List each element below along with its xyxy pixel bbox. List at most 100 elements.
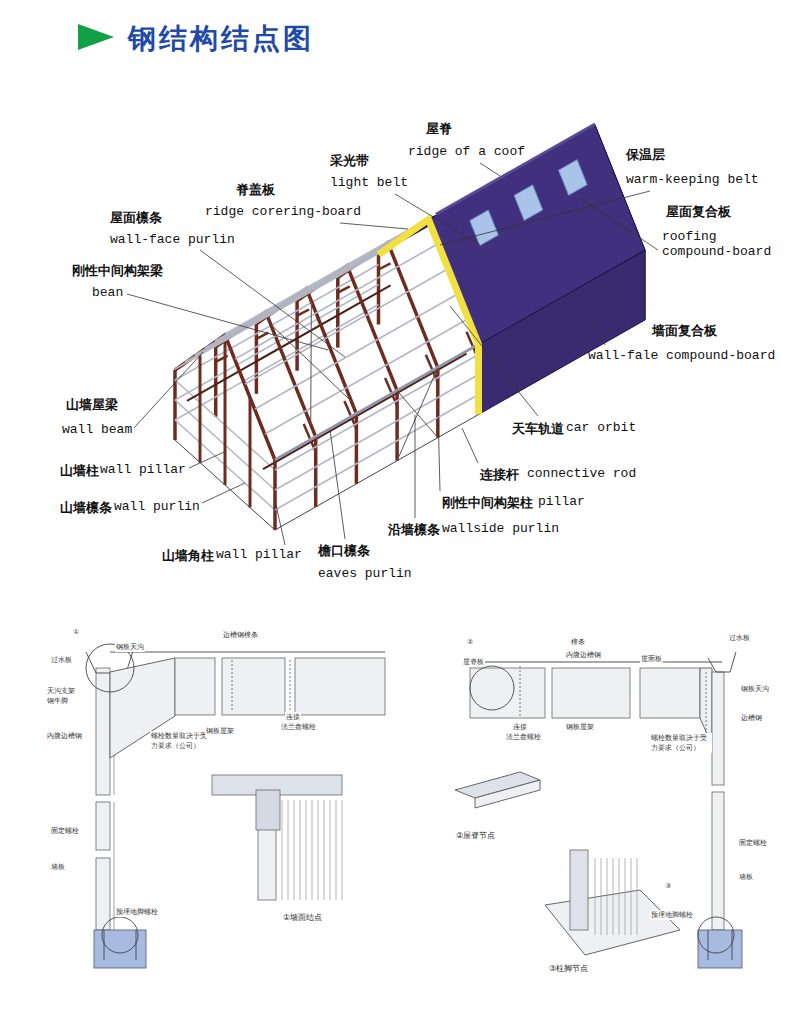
leader-line	[127, 294, 328, 350]
column-section	[96, 858, 110, 930]
detail-caption: ②屋脊节点	[455, 830, 496, 841]
light-belt	[514, 185, 543, 221]
part-name-english: wall pillar	[100, 462, 186, 477]
light-belt	[559, 160, 588, 196]
roof-purlin	[225, 219, 429, 335]
detail-label: ③	[664, 882, 672, 890]
cladding-rib	[330, 800, 331, 900]
part-name: 沿墙檩条	[388, 521, 440, 539]
detail-label: 内腹边槽钢	[46, 731, 83, 741]
leader-line	[438, 410, 440, 491]
part-name: 山墙角柱	[162, 547, 214, 565]
cladding-rib	[595, 858, 596, 935]
haunch	[297, 310, 309, 316]
detail-circle	[698, 917, 734, 953]
leader-line	[134, 352, 203, 428]
cladding-rib	[601, 858, 602, 935]
detail-label: 固定螺栓	[50, 826, 80, 836]
leader-line	[450, 306, 538, 416]
rafter-section	[295, 658, 385, 715]
detail-label: 天沟支架	[46, 686, 76, 696]
haunch	[256, 333, 268, 339]
cladding-rib	[306, 800, 307, 900]
part-name: 屋面复合板	[666, 203, 731, 221]
roof-purlin	[205, 233, 409, 349]
anchor-bolt	[732, 930, 733, 960]
part-name: 刚性中间构架梁	[72, 262, 163, 280]
cladding-rib	[631, 858, 632, 935]
part-name-english: car orbit	[566, 420, 636, 435]
cladding-rib	[625, 858, 626, 935]
base-slab	[545, 890, 680, 955]
rafter-section	[470, 668, 545, 718]
part-name-english: light belt	[330, 175, 408, 190]
detail-label: 法兰盘螺栓	[280, 722, 317, 732]
cladding-rib	[619, 858, 620, 935]
cladding-rib	[288, 800, 289, 900]
insulation-layer	[379, 220, 479, 415]
detail-label: 边槽钢檩条	[222, 630, 259, 640]
haunch	[338, 286, 350, 292]
crane-rail	[263, 354, 467, 470]
part-name: 檐口檩条	[318, 542, 370, 560]
cladding-rib	[324, 800, 325, 900]
part-name-english: bean	[92, 285, 123, 300]
cladding-rib	[312, 800, 313, 900]
leader-line	[202, 483, 245, 503]
eaves-purlin	[275, 345, 479, 461]
roof-purlin	[195, 240, 399, 356]
part-name-english: connective rod	[527, 466, 636, 481]
roof-panel	[110, 651, 385, 652]
part-name-english: ridge of a coof	[408, 144, 525, 159]
detail-caption: ①墙面结点	[282, 912, 323, 923]
rafter-section	[552, 668, 630, 718]
detail-label: 固定螺栓	[738, 838, 768, 848]
roof-purlin	[175, 254, 379, 370]
haunch	[216, 356, 228, 362]
rafter-section	[175, 658, 215, 715]
part-name: 天车轨道	[512, 420, 564, 438]
detail-label: 预埋地脚螺栓	[650, 910, 694, 920]
part-name-english: roofing compound-board	[662, 229, 780, 259]
detail-label: 屋面板	[640, 654, 663, 664]
leader-line	[462, 428, 478, 463]
column	[273, 460, 277, 530]
gutter	[708, 652, 736, 672]
part-name-english: ridge corering-board	[205, 204, 361, 219]
part-name-english: wall-face purlin	[110, 232, 235, 247]
leader-line	[200, 250, 345, 357]
part-name: 屋脊	[426, 120, 452, 138]
detail-label: 钢板屋架	[205, 726, 235, 736]
part-name: 刚性中间构架柱	[442, 494, 533, 512]
leader-line	[340, 223, 408, 229]
anchor-bolt	[104, 930, 105, 960]
detail-label: 法兰盘螺栓	[505, 732, 542, 742]
roof-purlin	[185, 247, 389, 363]
connection-plate	[256, 790, 280, 830]
detail-circle	[102, 917, 138, 953]
detail-label: 檩条	[570, 637, 586, 647]
haunch	[379, 263, 391, 269]
detail-label: 墙板	[738, 872, 754, 882]
rafter-section	[640, 668, 700, 718]
part-name: 山墙柱	[60, 462, 99, 480]
part-name: 墙面复合板	[652, 322, 717, 340]
roof-panel	[462, 661, 722, 662]
detail-label: 连接	[285, 712, 301, 722]
gable-column	[199, 353, 202, 463]
column-section	[96, 802, 110, 850]
bolt-line	[520, 666, 521, 716]
detail-label: 预埋地脚螺栓	[115, 907, 159, 917]
detail-label: 过水板	[728, 633, 751, 643]
part-name: 连接杆	[480, 466, 519, 484]
leader-line	[415, 415, 416, 518]
anchor-bolt	[136, 930, 137, 960]
brace-rod	[397, 368, 438, 461]
detail-label: 钢板天沟	[115, 642, 145, 652]
detail-label: 螺栓数量取决于受力要求（公司）	[150, 731, 212, 751]
leader-line	[276, 505, 285, 545]
part-name-english: wall beam	[62, 422, 132, 437]
detail-label: ①	[72, 628, 80, 636]
detail-label: 屋脊板	[462, 657, 485, 667]
